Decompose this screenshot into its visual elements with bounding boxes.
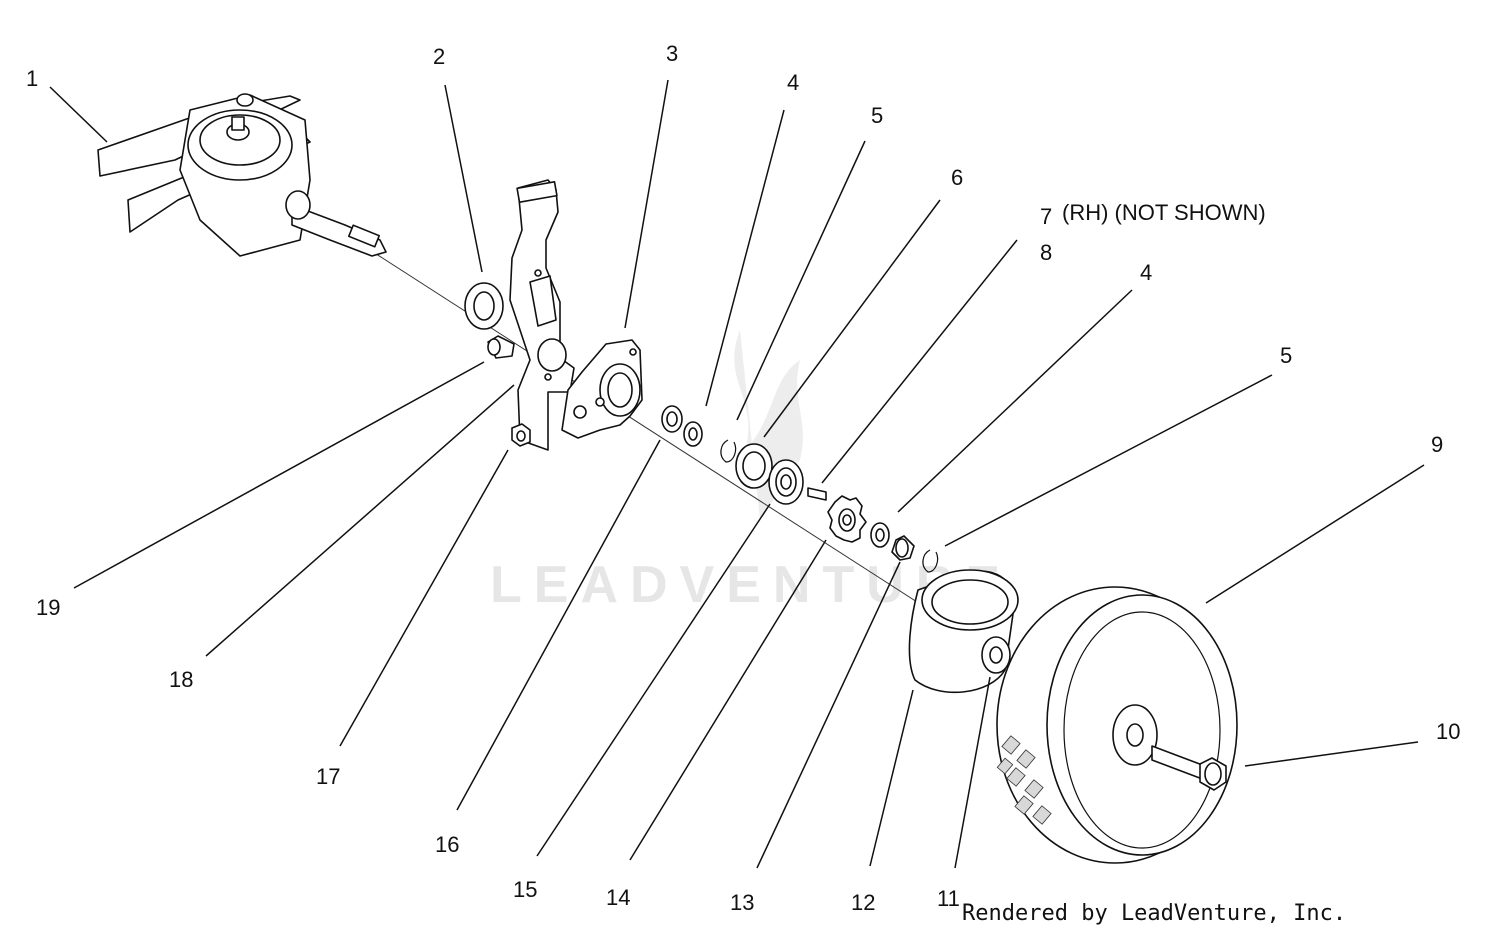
leader-18	[205, 384, 515, 657]
part-bearing-15	[768, 459, 804, 505]
callout-5a: 5	[871, 103, 883, 128]
part-wheel	[996, 586, 1238, 864]
callout-16: 16	[435, 832, 459, 857]
callout-12: 12	[851, 890, 875, 915]
part-washer-4	[683, 421, 703, 447]
part-washer-4b	[870, 522, 890, 548]
leader-lines	[49, 79, 1425, 869]
leader-10	[1244, 741, 1419, 767]
callout-3: 3	[666, 41, 678, 66]
leader-5a	[736, 140, 866, 421]
leader-2	[444, 84, 483, 273]
leader-5b	[944, 374, 1273, 547]
part-spacer	[891, 535, 915, 561]
callout-15: 15	[513, 877, 537, 902]
leader-14	[629, 539, 827, 861]
callout-10: 10	[1436, 719, 1460, 744]
part-clip-5b	[922, 549, 939, 573]
callout-13: 13	[730, 890, 754, 915]
callout-18: 18	[169, 667, 193, 692]
leader-4b	[897, 289, 1133, 513]
leader-8	[821, 239, 1018, 484]
part-pivot-plate	[561, 339, 643, 439]
part-height-bracket	[509, 179, 575, 451]
part-bolt	[487, 335, 515, 359]
leader-19	[73, 361, 485, 589]
part-washer-2	[464, 282, 504, 330]
callout-14: 14	[606, 885, 630, 910]
leader-3	[624, 79, 669, 329]
callout-5b: 5	[1280, 343, 1292, 368]
part-bearing-6	[735, 443, 773, 489]
part-clip-5	[720, 439, 737, 463]
callout-9: 9	[1431, 432, 1443, 457]
part-nut	[511, 423, 531, 447]
part-key	[807, 487, 827, 501]
leader-17	[339, 449, 509, 747]
callout-6: 6	[951, 165, 963, 190]
leader-12	[869, 689, 914, 867]
leader-11	[954, 676, 991, 869]
leader-13	[756, 561, 901, 869]
part-pinion-gear	[827, 495, 867, 543]
leader-4a	[705, 109, 785, 407]
leader-9	[1205, 464, 1425, 604]
footer-credit: Rendered by LeadVenture, Inc.	[962, 901, 1346, 926]
callout-4b: 4	[1140, 260, 1152, 285]
callout-17: 17	[316, 764, 340, 789]
part-washer-16	[661, 405, 683, 433]
callout-8: 8	[1040, 240, 1052, 265]
callout-11: 11	[937, 886, 960, 911]
callout-7-note: (RH) (NOT SHOWN)	[1062, 200, 1266, 225]
part-transmission	[97, 93, 387, 257]
part-gear-hub	[908, 569, 1019, 694]
leader-16	[456, 439, 661, 811]
callout-2: 2	[433, 44, 445, 69]
callout-7: 7	[1040, 204, 1052, 229]
callout-1: 1	[26, 66, 38, 91]
leader-6	[763, 199, 941, 438]
callout-19: 19	[36, 595, 60, 620]
leader-15	[536, 503, 771, 857]
callout-labels: 1 2 3 4 5 6 7 (RH) (NOT SHOWN) 8 4 5 9 1…	[26, 41, 1460, 915]
leader-1	[49, 86, 108, 143]
part-shoulder-bolt	[1151, 745, 1227, 791]
callout-4a: 4	[787, 70, 799, 95]
